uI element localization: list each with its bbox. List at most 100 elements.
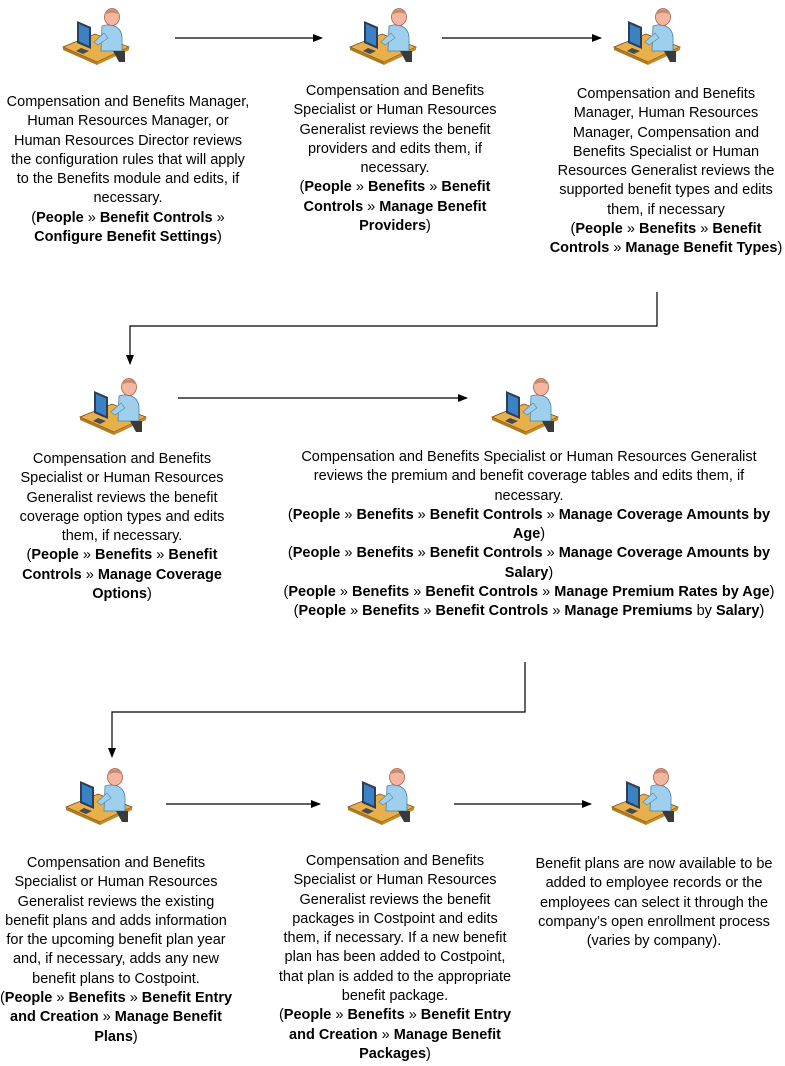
menu-path-item: Manage Benefit Plans — [94, 1009, 222, 1045]
path-separator: » — [404, 1007, 421, 1024]
navigation-path: (People » Benefits » Benefit Entry and C… — [276, 1006, 514, 1064]
path-separator: » — [538, 584, 555, 601]
navigation-path: (People » Benefits » Benefit Controls » … — [548, 220, 784, 259]
menu-path-item: Benefit Controls — [429, 545, 543, 562]
path-separator: » — [377, 1026, 394, 1043]
path-separator: ) — [777, 240, 783, 257]
menu-path-item: Benefit Controls — [99, 209, 213, 226]
path-separator: » — [696, 221, 713, 238]
navigation-paths: (People » Benefits » Benefit Controls » … — [548, 220, 784, 259]
step-6-text: Compensation and Benefits Specialist or … — [0, 854, 234, 1047]
path-separator: ( — [293, 603, 299, 620]
step-4-text: Compensation and Benefits Specialist or … — [2, 450, 242, 604]
menu-path-item: Benefits — [362, 603, 420, 620]
step-2-text: Compensation and Benefits Specialist or … — [276, 82, 514, 236]
menu-path-item: Salary — [715, 603, 760, 620]
path-separator: ) — [146, 586, 152, 603]
user-at-computer-icon — [346, 764, 416, 830]
user-at-computer-icon — [348, 4, 418, 70]
menu-path-item: People — [4, 990, 53, 1007]
menu-path-item: Manage Benefit Providers — [359, 198, 487, 235]
menu-path-item: Benefits — [356, 506, 414, 523]
path-separator: ( — [0, 990, 5, 1007]
path-separator: » — [363, 198, 380, 215]
path-separator: » — [81, 566, 98, 583]
menu-path-item: Manage Premium Rates by Age — [554, 584, 770, 601]
menu-path-item: Manage Premiums — [564, 603, 693, 620]
path-separator: ( — [299, 179, 305, 196]
path-separator: ) — [426, 1045, 431, 1062]
menu-path-item: People — [283, 1007, 332, 1024]
menu-path-item: People — [298, 603, 347, 620]
path-separator: ( — [278, 1007, 284, 1024]
menu-path-item: Configure Benefit Settings — [34, 229, 218, 246]
step-description: Compensation and Benefits Specialist or … — [278, 853, 512, 1005]
path-separator: » — [542, 545, 559, 562]
menu-path-item: Benefit Controls — [429, 506, 543, 523]
path-separator: ( — [26, 547, 32, 564]
menu-path-item: Manage Coverage Amounts by Age — [512, 506, 771, 543]
navigation-paths: (People » Benefits » Benefit Controls » … — [2, 546, 242, 604]
user-at-computer-icon — [78, 374, 148, 440]
step-5-text: Compensation and Benefits Specialist or … — [282, 448, 776, 622]
menu-path-item: People — [288, 584, 336, 601]
menu-path-item: People — [304, 179, 352, 196]
path-separator: by — [692, 603, 716, 620]
path-separator: ) — [217, 229, 222, 246]
step-description: Compensation and Benefits Manager, Human… — [6, 94, 250, 207]
step-1-text: Compensation and Benefits Manager, Human… — [4, 93, 252, 247]
menu-path-item: Benefits — [347, 1007, 405, 1024]
path-separator: » — [351, 179, 368, 196]
path-separator: » — [152, 547, 169, 564]
user-at-computer-icon — [64, 764, 134, 830]
arrow-step3-to-step4 — [126, 292, 658, 365]
menu-path-item: Manage Coverage Options — [92, 566, 222, 603]
path-separator: » — [98, 1009, 115, 1026]
path-separator: » — [622, 221, 639, 238]
path-separator: » — [331, 1007, 348, 1024]
step-description: Compensation and Benefits Specialist or … — [5, 855, 227, 987]
path-separator: » — [413, 506, 430, 523]
menu-path-item: People — [36, 209, 84, 226]
path-separator: » — [83, 209, 100, 226]
menu-path-item: People — [292, 506, 341, 523]
step-3-text: Compensation and Benefits Manager, Human… — [548, 85, 784, 259]
path-separator: » — [548, 603, 565, 620]
menu-path-item: Benefit Controls — [425, 584, 539, 601]
path-separator: » — [413, 545, 430, 562]
path-separator: » — [419, 603, 436, 620]
path-separator: ( — [287, 545, 293, 562]
step-8-text: Benefit plans are now available to be ad… — [534, 855, 774, 951]
navigation-paths: (People » Benefits » Benefit Controls » … — [276, 178, 514, 236]
user-at-computer-icon — [61, 4, 131, 70]
arrow-step5-to-step6 — [108, 662, 526, 758]
menu-path-item: Benefit Controls — [549, 221, 762, 257]
menu-path-item: People — [292, 545, 341, 562]
path-separator: » — [340, 545, 357, 562]
path-separator: » — [609, 240, 626, 257]
user-at-computer-icon — [490, 374, 560, 440]
menu-path-item: Benefit Entry and Creation — [289, 1007, 512, 1043]
path-separator: ( — [283, 584, 289, 601]
menu-path-item: Benefits — [356, 545, 414, 562]
path-separator: » — [346, 603, 363, 620]
path-separator: » — [78, 547, 95, 564]
step-7-text: Compensation and Benefits Specialist or … — [276, 852, 514, 1064]
navigation-paths: (People » Benefits » Benefit Entry and C… — [276, 1006, 514, 1064]
navigation-path: (People » Benefits » Benefit Controls » … — [282, 583, 776, 602]
navigation-paths: (People » Benefits » Benefit Entry and C… — [0, 989, 234, 1047]
path-separator: ( — [287, 506, 293, 523]
navigation-paths: (People » Benefits » Benefit Controls » … — [282, 506, 776, 622]
menu-path-item: Benefits — [68, 990, 126, 1007]
navigation-path: (People » Benefits » Benefit Controls » … — [282, 506, 776, 545]
path-separator: » — [335, 584, 352, 601]
path-separator: ) — [132, 1028, 138, 1045]
path-separator: » — [340, 506, 357, 523]
path-separator: ) — [426, 218, 431, 235]
menu-path-item: Benefits — [95, 547, 153, 564]
path-separator: » — [125, 990, 142, 1007]
menu-path-item: Benefits — [352, 584, 410, 601]
path-separator: ) — [759, 603, 765, 620]
menu-path-item: Benefits — [368, 179, 426, 196]
navigation-path: (People » Benefits » Benefit Controls » … — [282, 602, 776, 621]
